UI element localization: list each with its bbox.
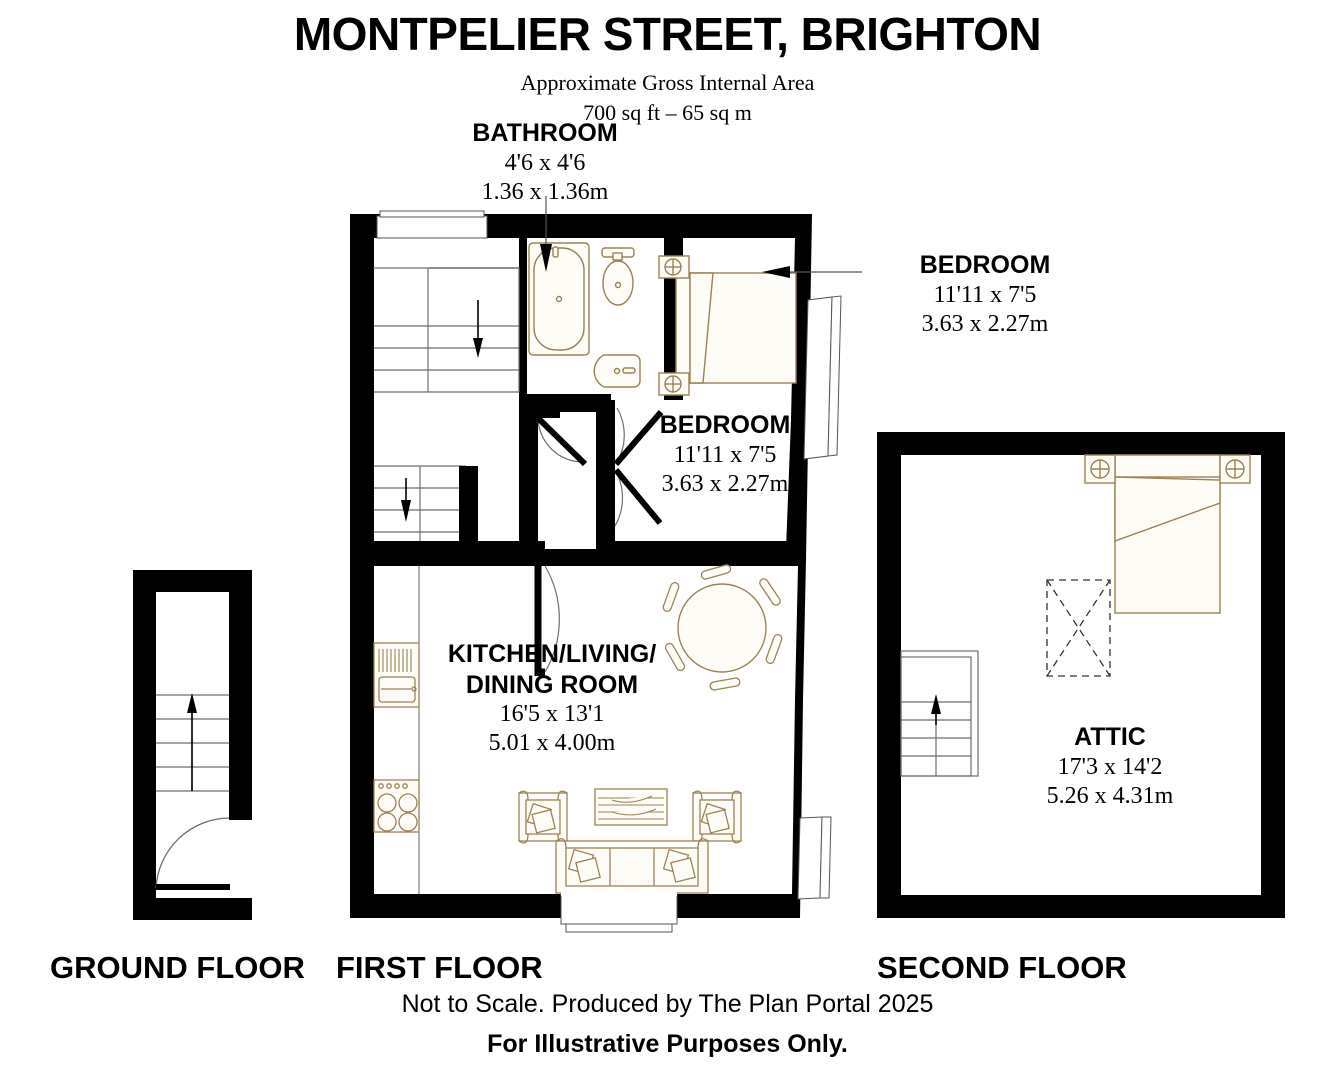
coffee-table [594,788,668,826]
stair-direction-arrow-attic [931,694,941,725]
footer-note: Not to Scale. Produced by The Plan Porta… [401,990,934,1018]
bedside-table-left-first [658,255,690,279]
window-right-lower [797,816,832,900]
bay-window-bottom [560,893,678,933]
stair-down-arrow-upper [473,300,483,358]
room-name-kitchen-living-dining: KITCHEN/LIVING/ DINING ROOM [447,640,657,699]
sofa [555,838,709,894]
bedside-table-right-first [658,372,690,396]
room-label-kitchen-living-dining: KITCHEN/LIVING/ DINING ROOM 16'5 x 13'1 … [418,639,686,759]
leader-line-bathroom [540,196,552,272]
staircase-upper-first [373,267,520,393]
entrance-door [155,817,230,890]
armchair-left [518,790,568,844]
staircase-lower-first [374,465,466,541]
room-metric-kitchen-living-dining: 5.01 x 4.00m [488,730,616,757]
room-metric-bedroom-upper: 3.63 x 2.27m [921,310,1049,337]
area-value: 700 sq ft – 65 sq m [583,100,752,125]
room-name-bathroom: BATHROOM [472,119,618,147]
room-name-attic: ATTIC [1074,723,1146,751]
room-label-bathroom: BATHROOM 4'6 x 4'6 1.36 x 1.36m [390,118,700,207]
bathtub [528,242,590,356]
wash-basin [593,354,641,388]
armchair-right [692,790,742,844]
room-imperial-bedroom-lower: 11'11 x 7'5 [673,441,777,468]
kitchen-sink [373,642,420,708]
page-title: MONTPELIER STREET, BRIGHTON [293,8,1042,60]
round-dining-table [677,583,767,673]
room-metric-attic: 5.26 x 4.31m [1046,782,1174,809]
window-top [376,210,488,239]
footer-disclaimer: For Illustrative Purposes Only. [487,1030,848,1058]
stair-direction-arrow-ground [187,693,197,791]
area-caption: Approximate Gross Internal Area [520,70,815,95]
room-imperial-bedroom-upper: 11'11 x 7'5 [933,281,1037,308]
staircase-up-ground [156,694,229,792]
room-metric-bathroom: 1.36 x 1.36m [481,178,609,205]
room-name-bedroom-upper: BEDROOM [919,251,1051,279]
skylight-hatch [1046,579,1111,677]
room-label-bedroom-lower: BEDROOM 11'11 x 7'5 3.63 x 2.27m [570,410,880,499]
room-label-attic: ATTIC 17'3 x 14'2 5.26 x 4.31m [955,722,1265,811]
floor-caption-first: FIRST FLOOR [336,950,543,985]
toilet [601,247,635,306]
room-imperial-attic: 17'3 x 14'2 [1057,753,1163,780]
bed-double-first [675,272,797,384]
bedside-table-right-attic [1219,454,1251,484]
first-floor-plan [350,196,862,933]
room-label-bedroom-upper: BEDROOM 11'11 x 7'5 3.63 x 2.27m [830,250,1140,339]
room-name-bedroom-lower: BEDROOM [659,411,791,439]
bed-double-attic [1114,454,1221,614]
room-imperial-kitchen-living-dining: 16'5 x 13'1 [499,701,605,727]
room-imperial-bathroom: 4'6 x 4'6 [504,149,586,176]
second-floor-plan [877,432,1285,918]
floor-caption-second: SECOND FLOOR [877,950,1127,985]
ground-floor-plan [133,570,252,920]
hob-cooker [373,779,420,833]
room-metric-bedroom-lower: 3.63 x 2.27m [661,470,789,497]
floor-caption-ground: GROUND FLOOR [50,950,305,985]
stair-down-arrow-lower [401,478,411,522]
bedside-table-left-attic [1084,454,1116,484]
